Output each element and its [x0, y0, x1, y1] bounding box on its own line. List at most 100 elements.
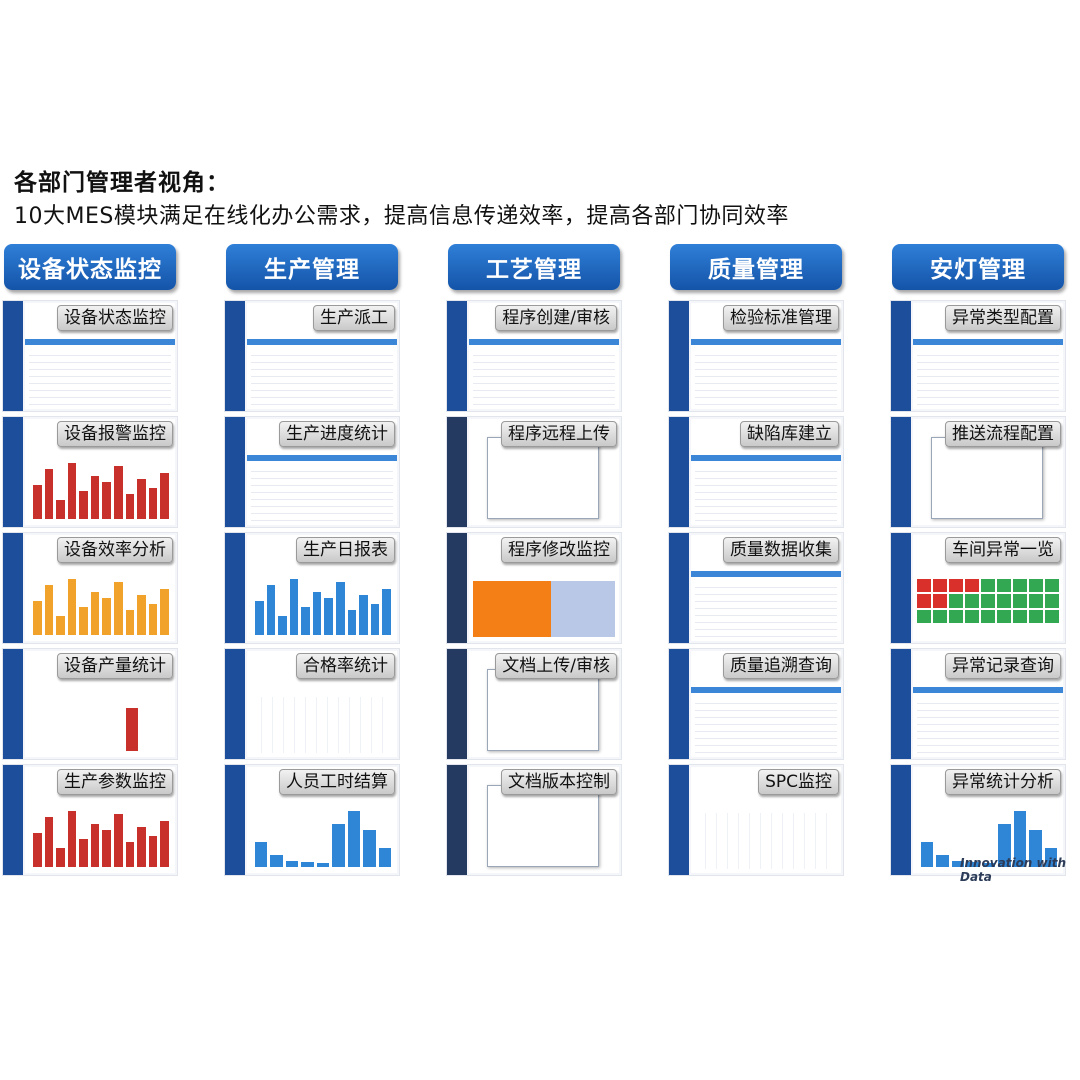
tile-caption: 生产日报表	[296, 537, 395, 563]
mini-bar	[332, 823, 345, 867]
mini-bar	[102, 481, 112, 519]
module-screenshot-tile[interactable]: 质量数据收集	[668, 532, 844, 644]
mini-bar	[289, 579, 299, 635]
tile-caption: 生产参数监控	[57, 769, 173, 795]
tile-caption: 程序远程上传	[501, 421, 617, 447]
module-screenshot-tile[interactable]: 推送流程配置	[890, 416, 1066, 528]
module-screenshot-tile[interactable]: 异常记录查询	[890, 648, 1066, 760]
module-column-5: 安灯管理异常类型配置推送流程配置车间异常一览异常记录查询异常统计分析	[890, 244, 1066, 876]
tile-caption: 设备状态监控	[57, 305, 173, 331]
mini-bar	[1013, 811, 1027, 867]
module-screenshot-tile[interactable]: 生产派工	[224, 300, 400, 412]
module-screenshot-tile[interactable]: 车间异常一览	[890, 532, 1066, 644]
mini-bar	[1029, 829, 1042, 867]
table-header-bar	[469, 339, 619, 345]
app-sidebar	[3, 417, 23, 527]
status-cell	[997, 609, 1011, 623]
module-screenshot-tile[interactable]: 缺陷库建立	[668, 416, 844, 528]
module-screenshot-tile[interactable]: 设备效率分析	[2, 532, 178, 644]
mini-bar	[67, 579, 77, 635]
module-header[interactable]: 设备状态监控	[4, 244, 176, 290]
module-screenshot-tile[interactable]: 检验标准管理	[668, 300, 844, 412]
table-header-bar	[691, 339, 841, 345]
status-cell	[965, 579, 979, 593]
module-screenshot-tile[interactable]: 程序修改监控	[446, 532, 622, 644]
status-cell	[1013, 594, 1027, 608]
app-sidebar	[891, 417, 911, 527]
module-screenshot-tile[interactable]: 质量追溯查询	[668, 648, 844, 760]
app-sidebar	[447, 649, 467, 759]
mini-bar	[998, 823, 1011, 867]
app-sidebar	[891, 649, 911, 759]
app-sidebar	[447, 417, 467, 527]
tile-caption: 设备效率分析	[57, 537, 173, 563]
mini-bar	[921, 842, 934, 867]
status-cell	[997, 579, 1011, 593]
mini-bar	[90, 475, 100, 519]
table-header-bar	[247, 455, 397, 461]
app-sidebar	[225, 417, 245, 527]
mini-bar	[137, 478, 146, 519]
module-screenshot-tile[interactable]: 文档上传/审核	[446, 648, 622, 760]
module-screenshot-tile[interactable]: 异常类型配置	[890, 300, 1066, 412]
dialog-window	[931, 437, 1043, 519]
module-screenshot-tile[interactable]: 生产进度统计	[224, 416, 400, 528]
mini-bar	[79, 839, 88, 867]
table-header-bar	[913, 687, 1063, 693]
mini-bar	[44, 585, 54, 635]
table-header-bar	[25, 339, 175, 345]
mini-bar	[44, 817, 54, 867]
tile-caption: 文档上传/审核	[495, 653, 617, 679]
module-header[interactable]: 安灯管理	[892, 244, 1064, 290]
table-header-bar	[691, 571, 841, 577]
module-screenshot-tile[interactable]: 设备产量统计	[2, 648, 178, 760]
module-column-3: 工艺管理程序创建/审核程序远程上传程序修改监控文档上传/审核文档版本控制	[446, 244, 622, 876]
mini-bar-chart	[33, 805, 169, 867]
dialog-window	[487, 785, 599, 867]
status-cell	[1013, 609, 1027, 623]
app-sidebar	[447, 765, 467, 875]
module-header[interactable]: 生产管理	[226, 244, 398, 290]
mini-bar	[102, 597, 112, 635]
app-sidebar	[669, 649, 689, 759]
tile-caption: 推送流程配置	[945, 421, 1061, 447]
mini-bar	[33, 484, 42, 519]
module-screenshot-tile[interactable]: 程序创建/审核	[446, 300, 622, 412]
module-header[interactable]: 质量管理	[670, 244, 842, 290]
status-cell	[1045, 609, 1059, 623]
mini-bar	[67, 463, 77, 519]
tile-caption: 车间异常一览	[945, 537, 1061, 563]
table-header-bar	[247, 339, 397, 345]
mini-bar	[125, 494, 135, 519]
data-table	[251, 465, 393, 521]
module-screenshot-tile[interactable]: 设备状态监控	[2, 300, 178, 412]
module-screenshot-tile[interactable]: 人员工时结算	[224, 764, 400, 876]
app-sidebar	[669, 301, 689, 411]
mini-bar	[137, 594, 146, 635]
line-chart	[695, 813, 837, 869]
page-subtitle: 10大MES模块满足在线化办公需求，提高信息传递效率，提高各部门协同效率	[14, 204, 789, 229]
module-screenshot-tile[interactable]: SPC监控	[668, 764, 844, 876]
module-screenshot-tile[interactable]: 异常统计分析	[890, 764, 1066, 876]
module-screenshot-tile[interactable]: 文档版本控制	[446, 764, 622, 876]
tile-caption: 文档版本控制	[501, 769, 617, 795]
mini-bar	[114, 466, 123, 519]
module-screenshot-tile[interactable]: 设备报警监控	[2, 416, 178, 528]
data-table	[695, 697, 837, 753]
data-table	[29, 349, 171, 405]
page-title: 各部门管理者视角：	[14, 170, 230, 196]
app-sidebar	[225, 301, 245, 411]
mini-bar	[255, 600, 264, 635]
status-cell	[917, 594, 931, 608]
tile-caption: 异常类型配置	[945, 305, 1061, 331]
mini-bar	[312, 591, 322, 635]
mini-bar	[363, 829, 376, 867]
mini-bar	[90, 823, 100, 867]
module-screenshot-tile[interactable]: 合格率统计	[224, 648, 400, 760]
module-header[interactable]: 工艺管理	[448, 244, 620, 290]
module-screenshot-tile[interactable]: 生产日报表	[224, 532, 400, 644]
module-screenshot-tile[interactable]: 程序远程上传	[446, 416, 622, 528]
diff-view	[473, 581, 615, 637]
status-cell	[949, 594, 963, 608]
module-screenshot-tile[interactable]: 生产参数监控	[2, 764, 178, 876]
